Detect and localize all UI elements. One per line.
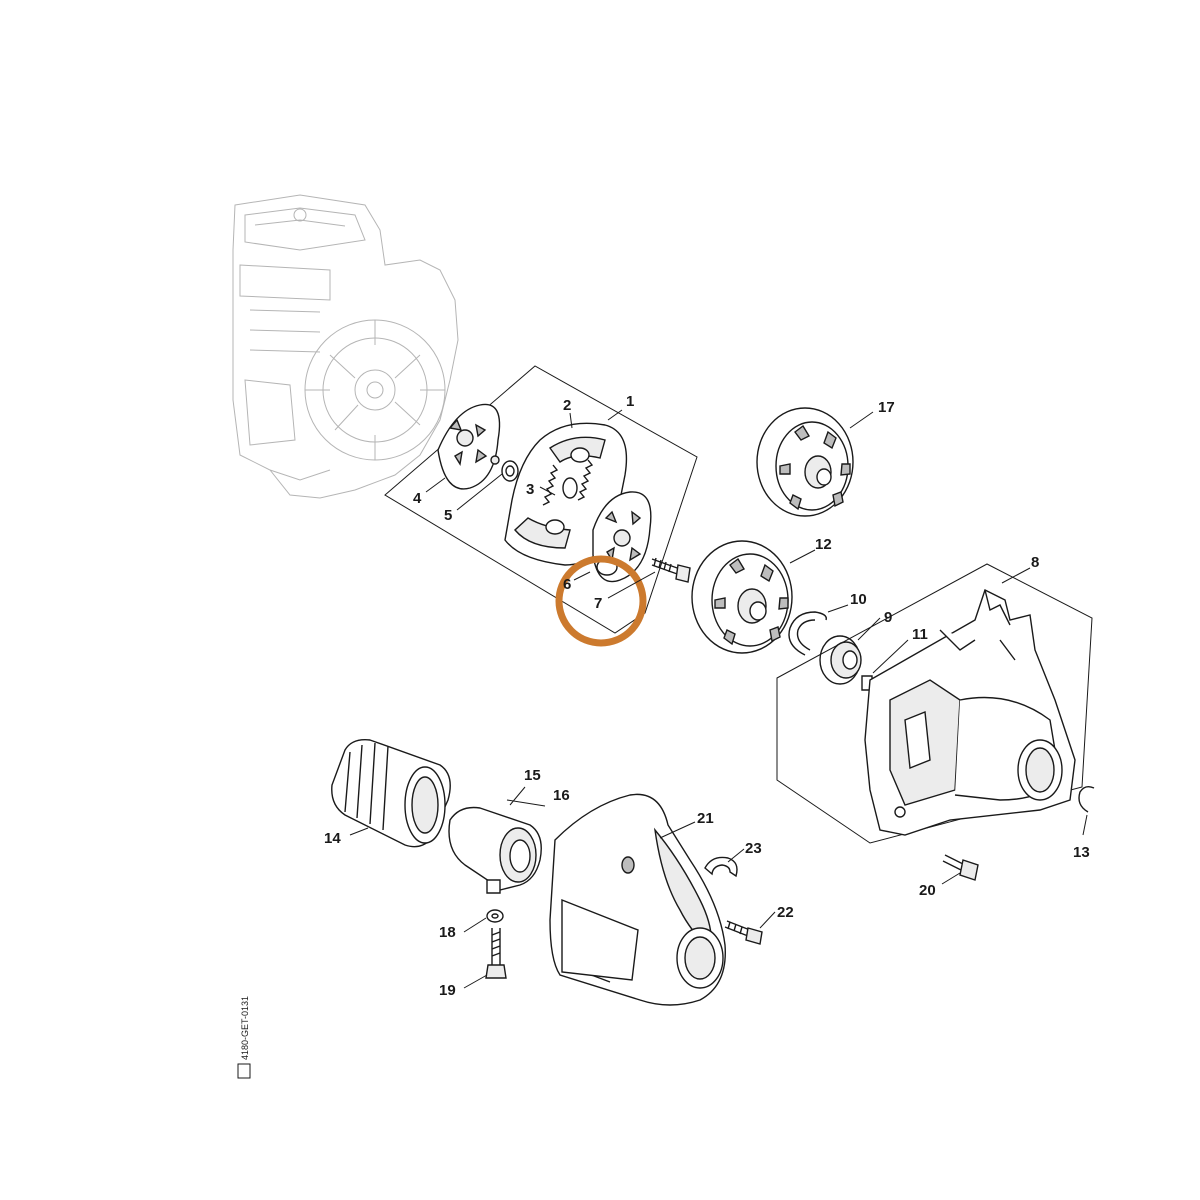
callout-4[interactable]: 4: [413, 490, 422, 507]
clutch-drum-alt-part[interactable]: [756, 407, 854, 517]
drawing-code-box: [237, 1063, 251, 1079]
callout-8[interactable]: 8: [1031, 554, 1039, 571]
callout-21[interactable]: 21: [697, 810, 714, 827]
callout-6[interactable]: 6: [563, 576, 571, 593]
callout-10[interactable]: 10: [850, 591, 867, 608]
engine-block-ghost: [232, 194, 459, 499]
callout-labels: 1 2 3 4 5 6 7 8 9 10 11 12 13 14 15 16 1…: [324, 393, 1090, 999]
callout-20[interactable]: 20: [919, 882, 936, 899]
spring-part[interactable]: [542, 459, 594, 506]
callout-11[interactable]: 11: [912, 626, 928, 643]
callout-17[interactable]: 17: [878, 399, 895, 416]
callout-13[interactable]: 13: [1073, 844, 1090, 861]
washer-part[interactable]: [501, 460, 519, 482]
callout-23[interactable]: 23: [745, 840, 762, 857]
leader-lines: [349, 409, 1088, 989]
washer-part-18[interactable]: [486, 909, 504, 923]
shaft-tube-part[interactable]: [448, 806, 542, 894]
callout-9[interactable]: 9: [884, 609, 892, 626]
callout-7[interactable]: 7: [594, 595, 602, 612]
bearing-part[interactable]: [819, 635, 862, 685]
clutch-drum-part[interactable]: [691, 540, 793, 654]
callout-2[interactable]: 2: [563, 397, 571, 414]
callout-22[interactable]: 22: [777, 904, 794, 921]
callout-18[interactable]: 18: [439, 924, 456, 941]
cover-part[interactable]: [549, 793, 726, 1006]
snap-ring-part[interactable]: [1078, 785, 1095, 813]
carrier-plate-part[interactable]: [437, 403, 501, 490]
highlight-circle: [555, 555, 647, 647]
bolt-part[interactable]: [651, 557, 691, 583]
callout-14[interactable]: 14: [324, 830, 341, 847]
screw-part-22[interactable]: [724, 920, 763, 945]
callout-12[interactable]: 12: [815, 536, 832, 553]
circlip-part[interactable]: [788, 611, 827, 656]
callout-15[interactable]: 15: [524, 767, 541, 784]
callout-19[interactable]: 19: [439, 982, 456, 999]
drawing-code-text: 4180-GET-0131: [240, 996, 250, 1060]
callout-3[interactable]: 3: [526, 481, 534, 498]
clutch-assembly-box: [384, 365, 698, 634]
callout-16[interactable]: 16: [553, 787, 570, 804]
sleeve-part[interactable]: [331, 739, 451, 848]
callout-5[interactable]: 5: [444, 507, 452, 524]
callout-1[interactable]: 1: [626, 393, 634, 410]
front-plate-part[interactable]: [592, 491, 652, 583]
housing-part[interactable]: [864, 589, 1076, 836]
screw-part-20[interactable]: [942, 854, 979, 881]
screw-part-19[interactable]: [485, 928, 507, 979]
clip-part[interactable]: [704, 856, 738, 878]
drawing-code: 4180-GET-0131: [240, 996, 250, 1060]
gearbox-housing-box: [776, 563, 1093, 844]
